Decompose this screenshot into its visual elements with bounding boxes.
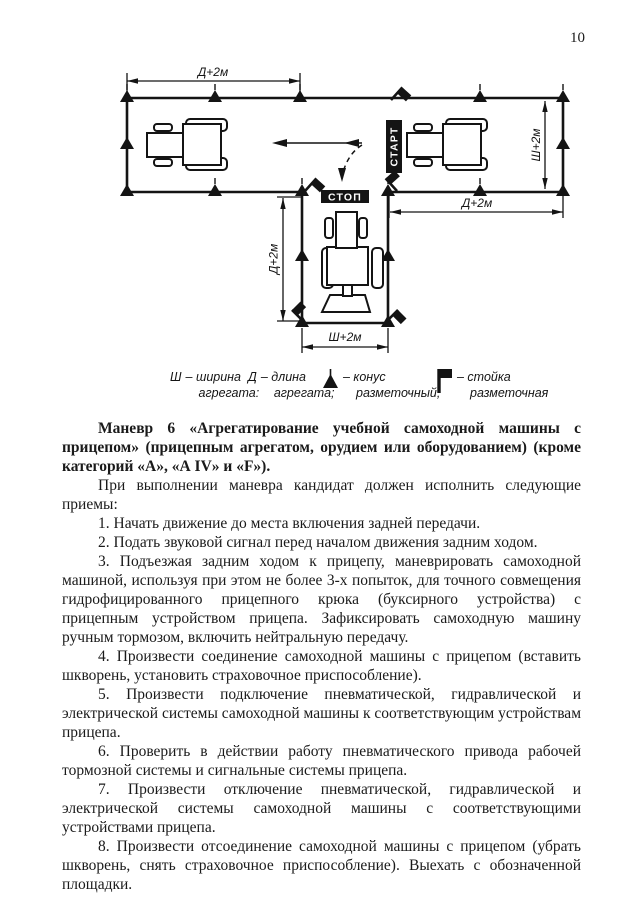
stop-sign: СТОП [321,190,369,204]
tractor-right [406,118,488,171]
step-1: 1. Начать движение до места включения за… [98,515,481,532]
maneuver-course-diagram: СТАРТ СТОП Д+2м Ш+2м [119,65,571,353]
start-sign: СТАРТ [386,120,402,173]
legend-item-cone: – конус разметочный; [322,369,440,402]
legend-line: разметочный; [356,386,441,401]
legend-item-flag: – стойка разметочная [437,369,548,402]
movement-arrows [272,139,363,182]
legend-item-width: Ш – ширина агрегата: [170,369,259,402]
step-4: 4. Произвести соединение самоходной маши… [62,648,581,684]
svg-text:Д+2м: Д+2м [267,244,281,276]
dimension-right-width: Ш+2м [529,101,548,189]
tractor-with-trailer [320,211,384,313]
legend-line: агрегата; [273,386,335,401]
legend: Ш – ширина агрегата: Д – длина агрегата;… [0,369,640,411]
step-8: 8. Произвести отсоединение самоходной ма… [62,838,581,893]
svg-text:Д+2м: Д+2м [460,196,492,210]
legend-item-length: Д – длина агрегата; [248,369,335,402]
svg-text:Ш+2м: Ш+2м [529,129,543,162]
step-2: 2. Подать звуковой сигнал перед началом … [98,534,538,551]
start-sign-label: СТАРТ [389,127,401,167]
dimension-stem-length: Д+2м [267,196,302,322]
legend-symbol-width: Ш [170,370,182,384]
step-3: 3. Подъезжая задним ходом к прицепу, ман… [62,553,581,646]
stop-sign-label: СТОП [328,192,362,204]
maneuver-heading: Маневр 6 «Агрегатирование учебной самохо… [62,420,581,475]
legend-symbol-length: Д [248,370,257,384]
legend-line: – длина [260,370,306,384]
dimension-top-length: Д+2м [126,65,301,96]
step-5: 5. Произвести подключение пневматической… [62,686,581,741]
legend-line: – стойка [457,370,511,384]
dimension-right-length: Д+2м [388,196,564,218]
legend-line: – конус [343,370,386,384]
svg-text:Д+2м: Д+2м [196,65,228,79]
flag-icon [437,369,453,397]
text-block: Маневр 6 «Агрегатирование учебной самохо… [62,419,581,894]
page-number: 10 [570,30,585,46]
step-7: 7. Произвести отключение пневматической,… [62,781,581,836]
cone-icon [322,369,339,393]
legend-line: разметочная [470,386,549,401]
svg-text:Ш+2м: Ш+2м [329,330,362,344]
legend-line: – ширина [185,370,242,384]
tractor-left [146,118,228,171]
step-6: 6. Проверить в действии работу пневматич… [62,743,581,779]
legend-line: агрегата: [198,386,260,401]
dimension-stem-width: Ш+2м [301,328,389,353]
intro-paragraph: При выполнении маневра кандидат должен и… [62,477,581,513]
